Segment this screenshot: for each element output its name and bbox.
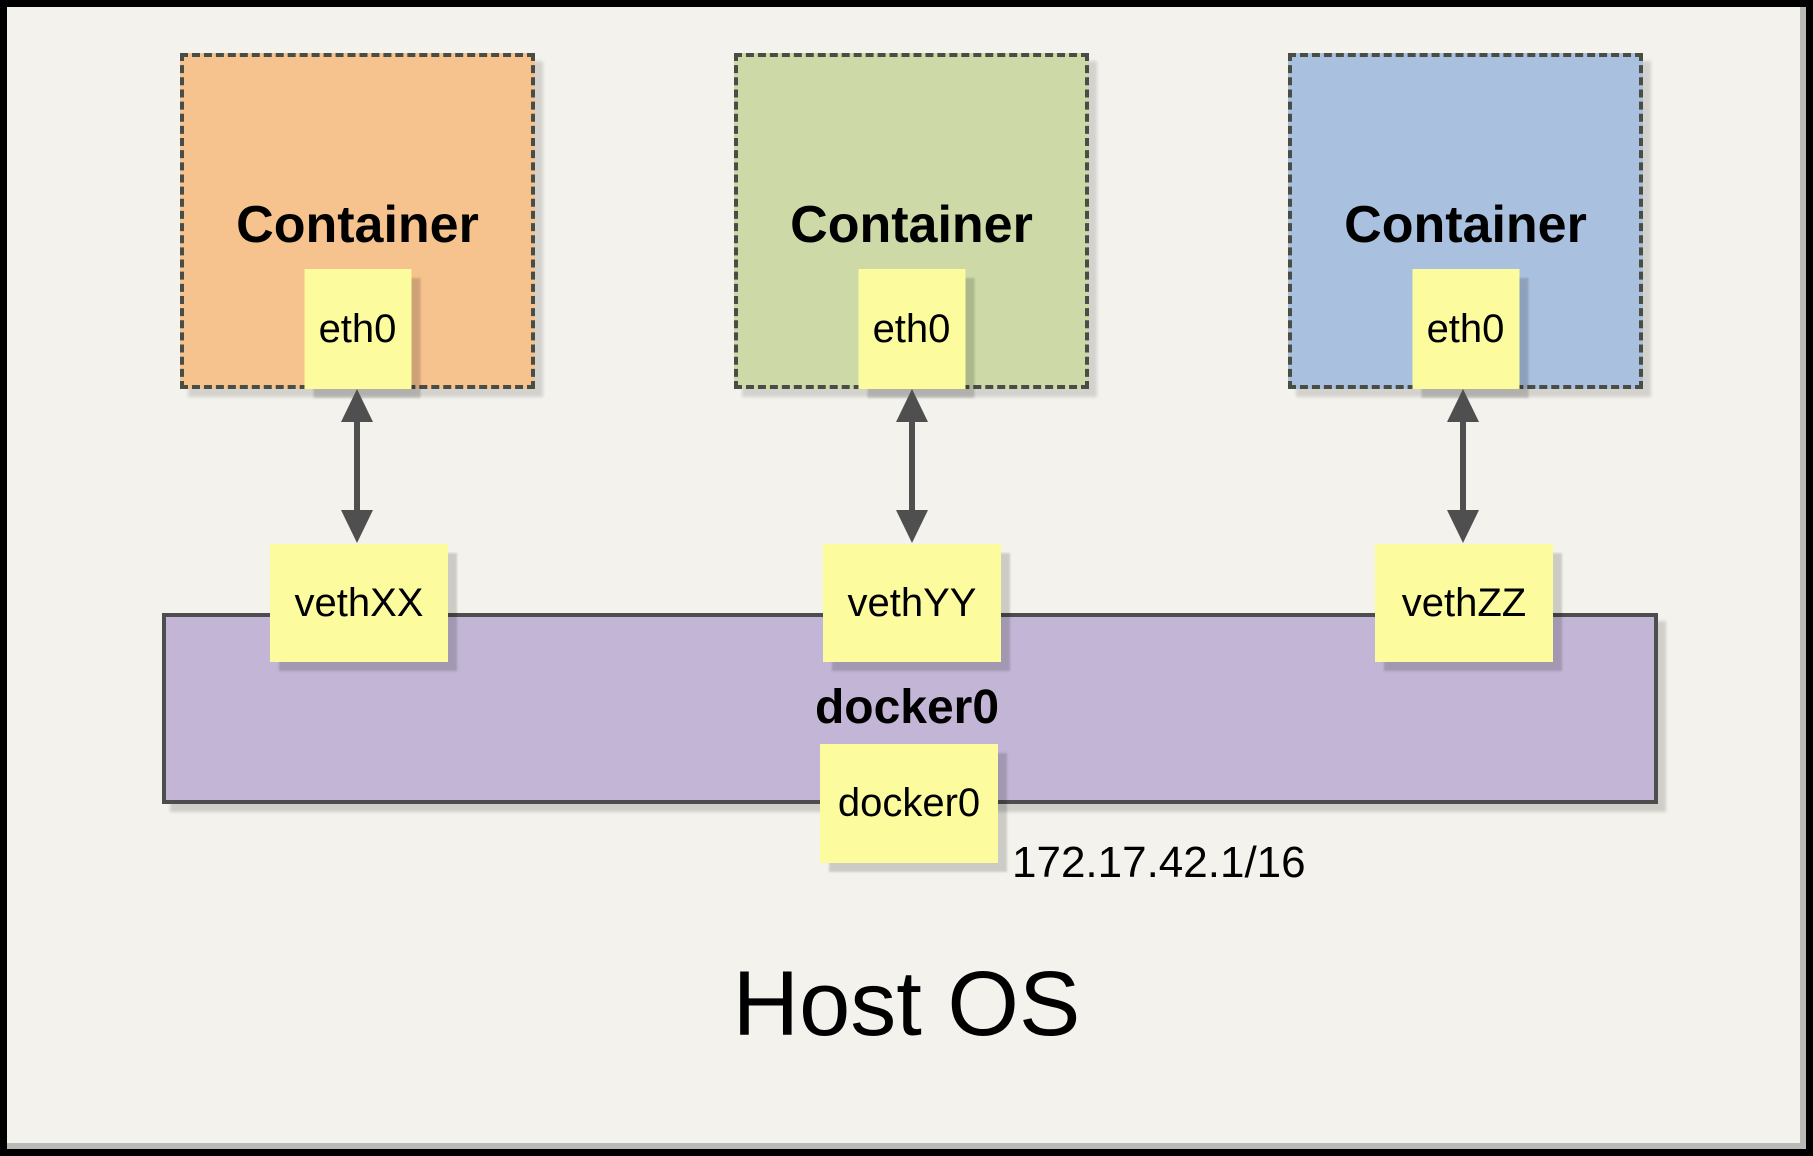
veth-interface-label: vethXX xyxy=(294,580,424,625)
eth0-veth-arrow-icon xyxy=(341,389,373,543)
host-os-label: Host OS xyxy=(732,953,1081,1055)
veth-interface-label: vethYY xyxy=(847,580,977,625)
container-label: Container xyxy=(790,196,1033,254)
eth0-veth-arrow-icon xyxy=(896,389,928,543)
container-box-1: Container eth0 xyxy=(180,53,535,389)
veth-interface-box: vethZZ xyxy=(1375,544,1553,662)
container-box-2: Container eth0 xyxy=(734,53,1089,389)
container-label: Container xyxy=(1344,196,1587,254)
eth0-interface-box: eth0 xyxy=(1412,269,1519,389)
container-box-3: Container eth0 xyxy=(1288,53,1643,389)
container-label: Container xyxy=(236,196,479,254)
veth-interface-label: vethZZ xyxy=(1401,580,1527,625)
veth-interface-box: vethYY xyxy=(823,544,1001,662)
eth0-interface-label: eth0 xyxy=(872,306,951,351)
eth0-interface-box: eth0 xyxy=(304,269,411,389)
docker0-bridge-label: docker0 xyxy=(814,681,1000,734)
eth0-veth-arrow-icon xyxy=(1447,389,1479,543)
bridge-ip-address: 172.17.42.1/16 xyxy=(1012,838,1306,887)
docker0-interface-label: docker0 xyxy=(837,781,981,825)
docker0-interface-box: docker0 xyxy=(820,744,998,863)
eth0-interface-box: eth0 xyxy=(858,269,965,389)
eth0-interface-label: eth0 xyxy=(1426,306,1505,351)
eth0-interface-label: eth0 xyxy=(318,306,397,351)
veth-interface-box: vethXX xyxy=(270,544,448,662)
